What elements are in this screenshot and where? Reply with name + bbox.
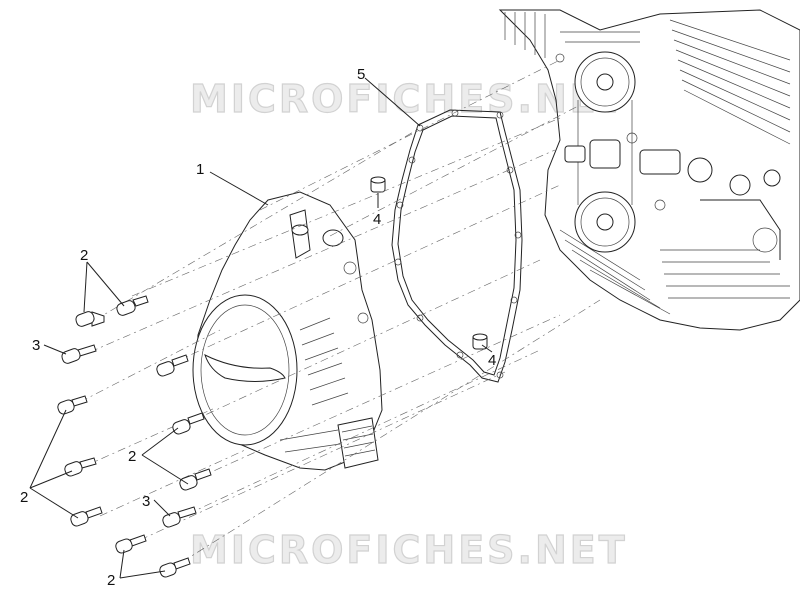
callout-4-upper: 4 bbox=[373, 211, 381, 228]
callout-3-top: 3 bbox=[32, 337, 40, 354]
cover-logo bbox=[204, 354, 286, 382]
screw-2-lower-a bbox=[115, 534, 147, 554]
callout-5: 5 bbox=[357, 66, 365, 83]
callout-4-lower: 4 bbox=[488, 352, 496, 369]
dowel-pin-upper bbox=[370, 176, 386, 193]
watermark-top: MICROFICHES.NET bbox=[190, 77, 628, 121]
cover-gasket bbox=[391, 109, 523, 383]
screw-2-lower-b bbox=[159, 557, 191, 578]
callout-1: 1 bbox=[196, 161, 204, 178]
engine-block bbox=[498, 9, 800, 331]
screw-2-left-a bbox=[57, 395, 88, 415]
callout-2-mid: 2 bbox=[128, 448, 136, 465]
watermark-bottom: MICROFICHES.NET bbox=[190, 528, 628, 572]
screw-2-upper-a bbox=[75, 311, 105, 327]
callout-2-left: 2 bbox=[20, 489, 28, 506]
screw-3-upper bbox=[61, 344, 97, 364]
assembly-centerlines bbox=[79, 59, 601, 563]
generator-cover bbox=[192, 191, 383, 471]
leader-lines bbox=[29, 77, 493, 579]
screw-2-mid-b bbox=[172, 412, 205, 435]
screw-2-left-c bbox=[70, 506, 103, 527]
callout-2-top: 2 bbox=[80, 247, 88, 264]
screw-2-upper-b bbox=[116, 295, 149, 316]
callout-2-bottom: 2 bbox=[107, 572, 115, 589]
screw-2-mid-c bbox=[179, 468, 212, 491]
screw-3-lower bbox=[162, 506, 197, 528]
screw-2-left-b bbox=[64, 457, 97, 477]
callout-3-bottom: 3 bbox=[142, 493, 150, 510]
screw-2-mid-a bbox=[156, 354, 189, 377]
